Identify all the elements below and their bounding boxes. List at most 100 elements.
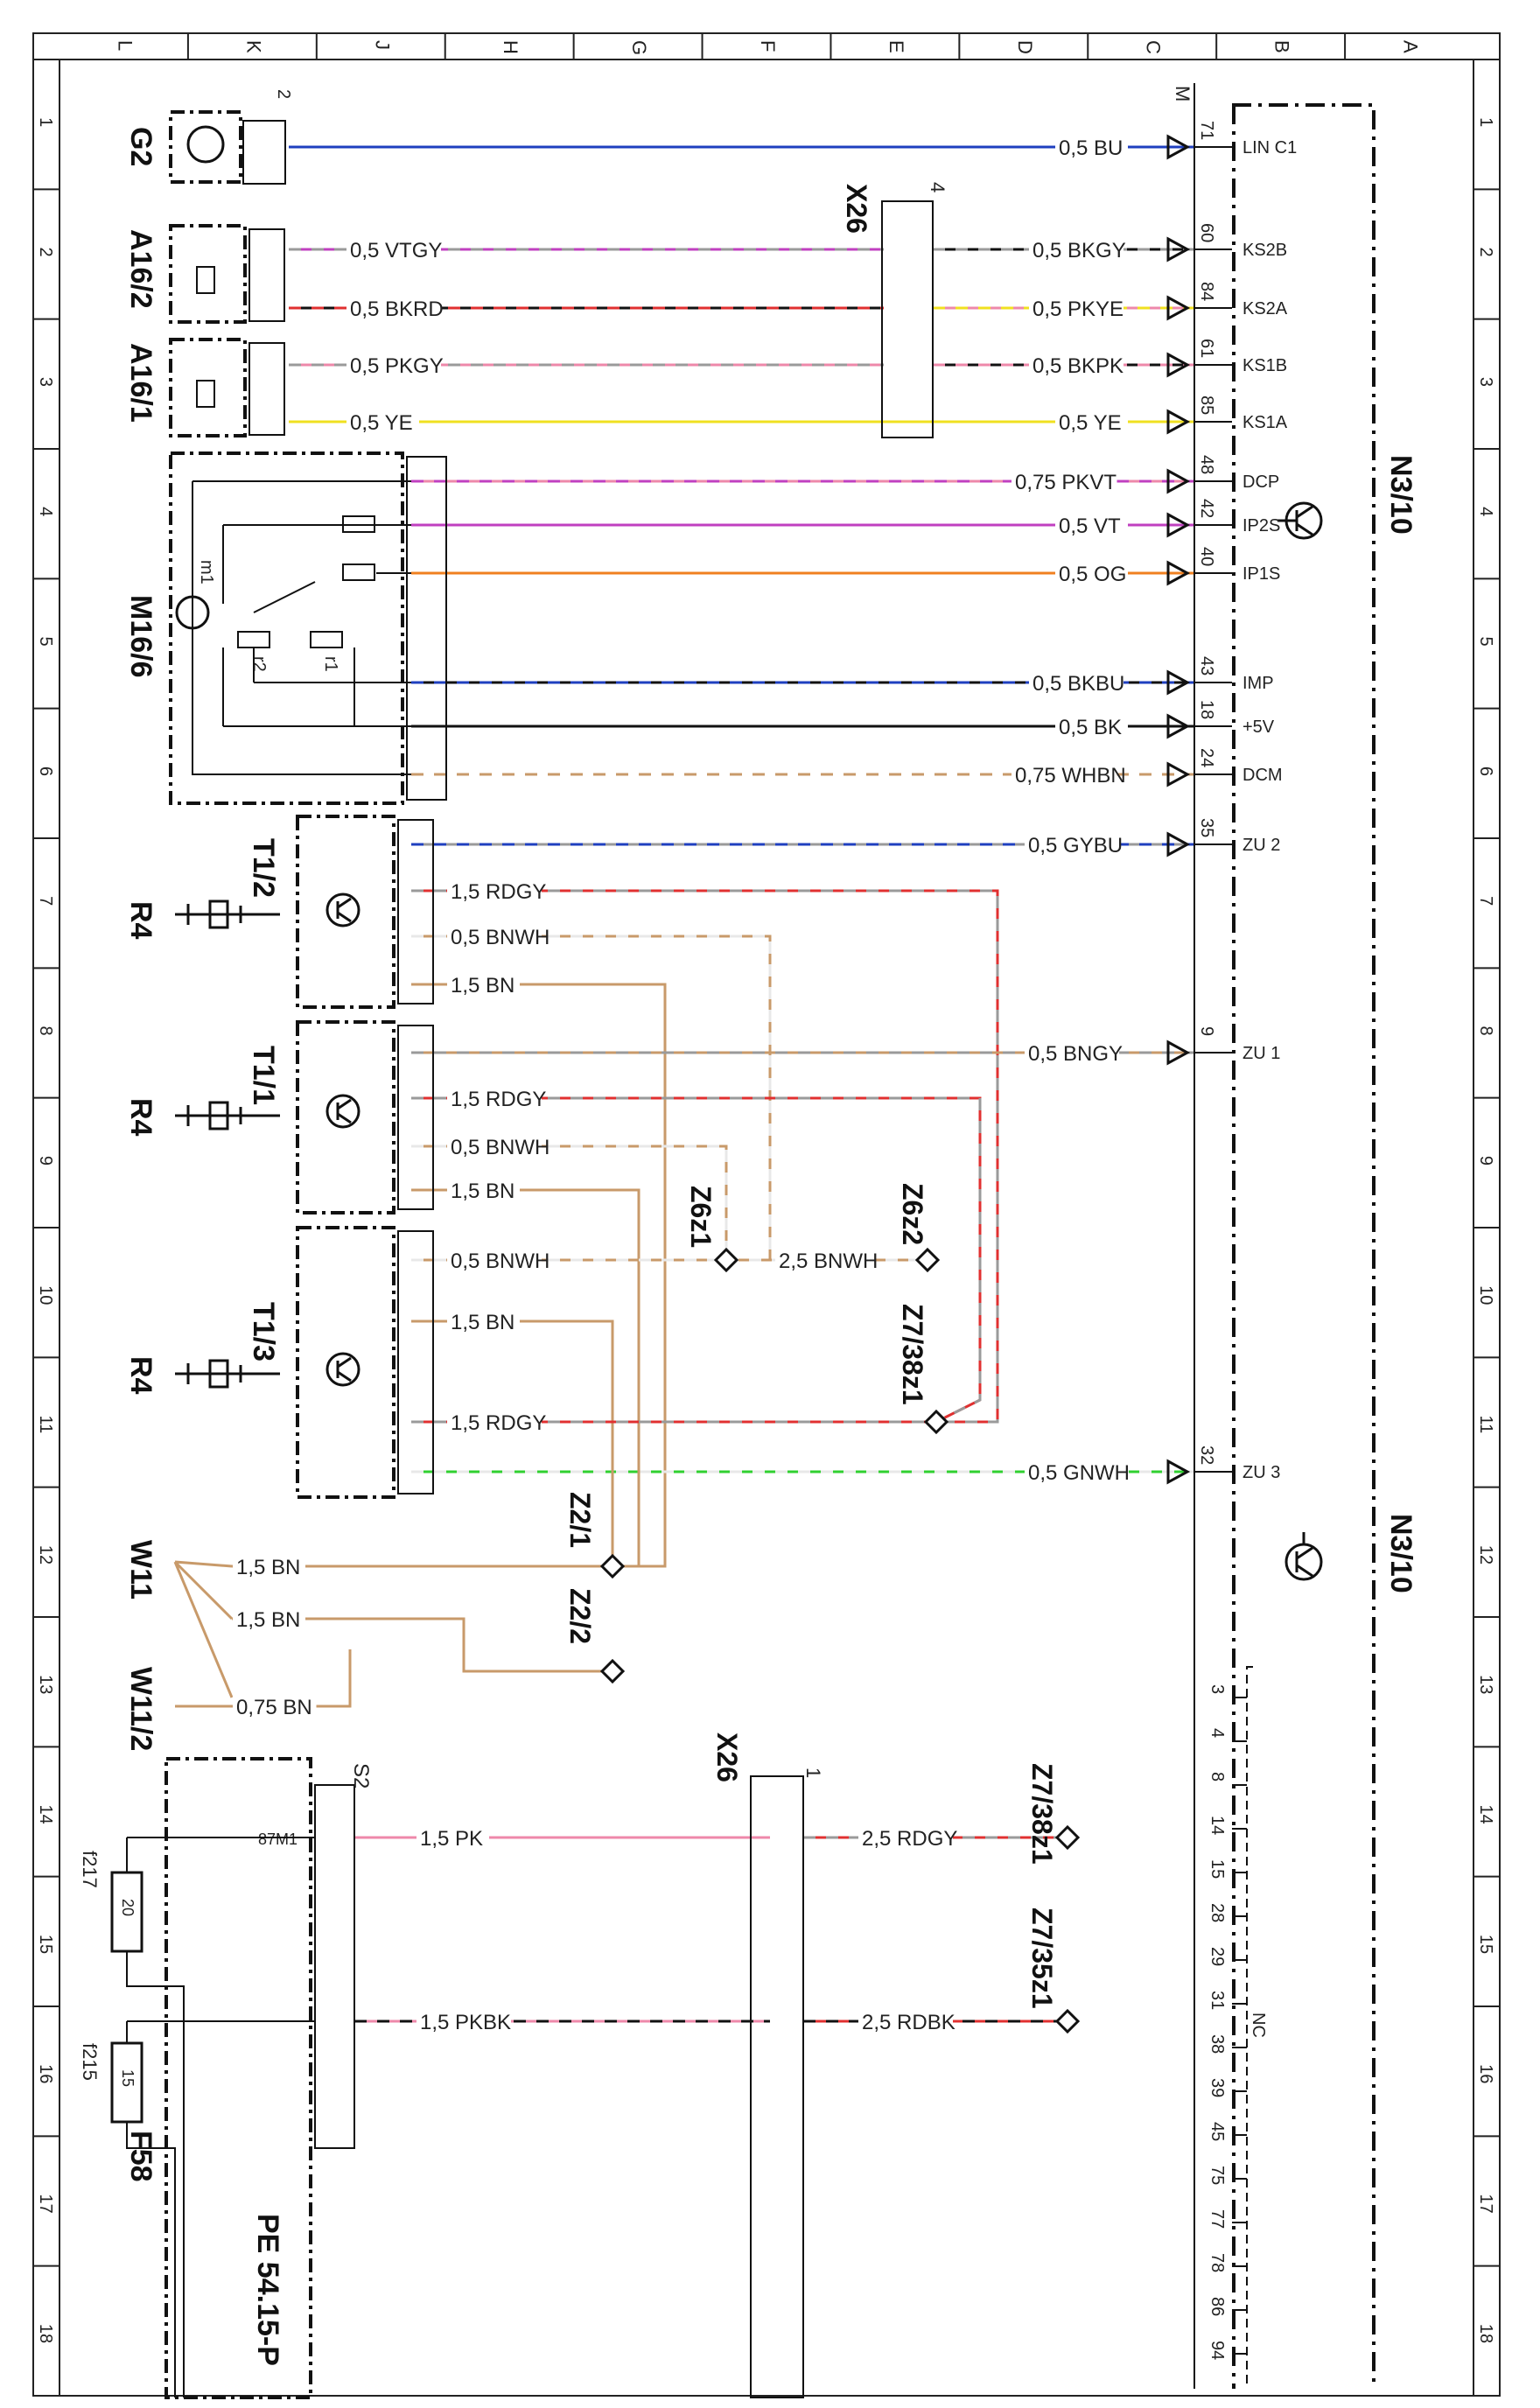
splice-labels: Z6z1 Z6z2 Z7/38z1 Z2/1 Z2/2 Z7/38z1 Z7/3… (564, 1183, 1058, 2009)
r1-label: r1 (321, 656, 340, 672)
z7-38z1-label-lower: Z7/38z1 (1026, 1763, 1058, 1865)
pin-number: 85 (1197, 396, 1216, 415)
s2-fuse-relay-module: S2 87M1 20 15 f217 f215 F58 PE 54.15-P (79, 1757, 373, 2399)
fuse-20-label: 20 (119, 1899, 136, 1916)
wire-run (411, 1188, 640, 1568)
signal-arrow-icon (1166, 669, 1191, 696)
wire-label: 1,5 RDGY (451, 1088, 546, 1111)
signal-name: KS2B (1242, 241, 1287, 260)
row-number: 17 (1476, 2194, 1495, 2214)
r4-label: R4 (124, 901, 158, 940)
wire-label: 2,5 BNWH (779, 1250, 878, 1273)
nc-pin-number: 86 (1208, 2297, 1227, 2316)
wire-label: 0,5 VTGY (350, 239, 442, 262)
wire-label-bg (416, 1824, 489, 1850)
signal-name: KS1B (1242, 356, 1287, 375)
row-number: 16 (1476, 2064, 1495, 2083)
wire-label-bg (447, 1307, 520, 1334)
wire-label: 0,5 VT (1059, 514, 1121, 538)
row-number: 8 (36, 1026, 55, 1036)
w11-label: W11 (124, 1540, 158, 1600)
fuse-15-label: 15 (119, 2069, 136, 2087)
wire-label: 0,75 WHBN (1015, 764, 1126, 788)
row-number: 13 (36, 1675, 55, 1694)
wire-label: 2,5 RDBK (862, 2011, 956, 2034)
wire-label: 1,5 BN (451, 974, 514, 998)
row-number: 10 (1476, 1285, 1495, 1305)
pin-number: 43 (1197, 656, 1216, 676)
nc-pin-number: 94 (1208, 2341, 1227, 2360)
row-number: 14 (36, 1805, 55, 1824)
wire-label: 0,5 YE (1059, 411, 1122, 435)
pin-number: 18 (1197, 700, 1216, 719)
pin-number: 60 (1197, 223, 1216, 242)
n3-10-control-unit: N3/10 N3/10 M (1172, 83, 1418, 2389)
w11-ground: W11 (124, 1540, 234, 1698)
z7-35z1-label: Z7/35z1 (1026, 1908, 1058, 2009)
splice-point-icon (599, 1553, 626, 1579)
pin-number: 40 (1197, 547, 1216, 566)
row-number: 9 (1476, 1156, 1495, 1166)
row-number: 8 (1476, 1026, 1495, 1036)
wire-label: 1,5 BN (236, 1556, 300, 1579)
nc-pin-number: 4 (1208, 1728, 1227, 1738)
wire-label: 0,5 PKGY (350, 354, 444, 378)
wire-label: 1,5 PK (420, 1827, 483, 1851)
w11-2-ground: W11/2 (124, 1667, 158, 1751)
row-number: 12 (36, 1545, 55, 1564)
wire-run (232, 1617, 604, 1673)
row-number: 17 (36, 2194, 55, 2214)
nc-label: NC (1249, 2012, 1268, 2038)
signal-arrow-icon (1166, 134, 1191, 160)
r4-label: R4 (124, 1356, 158, 1395)
wire-label: 0,5 BK (1059, 716, 1122, 739)
row-number: 13 (1476, 1675, 1495, 1694)
column-letter: L (114, 40, 136, 51)
transistor-symbol-icon (326, 1094, 360, 1129)
signal-name: ZU 2 (1242, 836, 1280, 855)
t1-2-label: T1/2 (247, 838, 280, 898)
signal-arrow-icon (1166, 1459, 1191, 1485)
splice-point-icon (599, 1658, 626, 1684)
x26-label: X26 (711, 1732, 743, 1782)
wire-label: 0,5 BNWH (451, 1250, 550, 1273)
connector-pin-count: 4 (927, 182, 948, 192)
wire-label-bg (1012, 760, 1117, 787)
wire-label-bg (858, 2007, 953, 2034)
wire-label: 1,5 BN (451, 1311, 514, 1334)
spark-plug-icon (175, 900, 280, 929)
splice-point-icon (923, 1409, 949, 1435)
row-number: 2 (36, 248, 55, 257)
wire-label: 1,5 RDGY (451, 880, 546, 904)
signal-arrow-icon (1166, 831, 1191, 858)
signal-name: KS1A (1242, 413, 1288, 432)
row-number: 1 (36, 117, 55, 127)
column-letter: B (1271, 40, 1293, 53)
signal-name: ZU 1 (1242, 1044, 1280, 1063)
f217-label: f217 (79, 1851, 101, 1888)
wire-label: 0,5 BNWH (451, 1136, 550, 1159)
x26-label: X26 (841, 184, 872, 234)
column-letter: G (628, 40, 650, 55)
m-mark: M (1172, 86, 1194, 102)
signal-name: KS2A (1242, 299, 1288, 318)
transistor-symbol-icon (326, 892, 360, 928)
signal-arrow-icon (1166, 295, 1191, 321)
column-letter: F (757, 40, 779, 52)
wire-label-bg (447, 1084, 542, 1110)
z2-1-label: Z2/1 (564, 1492, 596, 1548)
transistor-symbol-icon (326, 1352, 360, 1387)
row-number: 14 (1476, 1805, 1495, 1824)
signal-name: ZU 3 (1242, 1463, 1280, 1482)
wire-label-bg (447, 970, 520, 997)
t1-3-ignition-coil: T1/3 R4 (124, 1226, 434, 1499)
wire-label-bg (346, 235, 441, 262)
wire-label-bg (447, 877, 542, 903)
a16-2-label: A16/2 (124, 229, 158, 309)
row-number: 11 (1476, 1416, 1495, 1434)
pin-number: 35 (1197, 818, 1216, 837)
s2-label: S2 (349, 1763, 373, 1788)
